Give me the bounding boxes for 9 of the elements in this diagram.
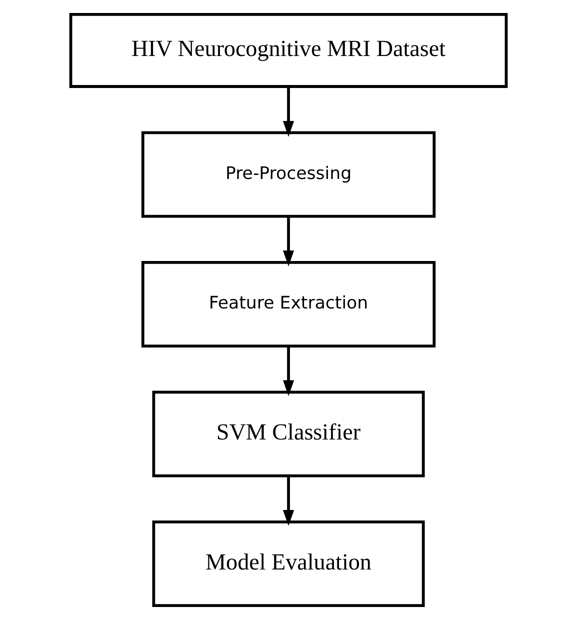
node-box: Feature Extraction (141, 260, 436, 348)
arrow (282, 86, 294, 137)
node-box: Model Evaluation (152, 520, 425, 608)
arrow (282, 346, 294, 396)
node-box: SVM Classifier (152, 390, 425, 478)
node-box: HIV Neurocognitive MRI Dataset (69, 12, 508, 88)
node-box: Pre-Processing (141, 131, 436, 218)
arrow (282, 476, 294, 526)
arrow (282, 216, 294, 266)
